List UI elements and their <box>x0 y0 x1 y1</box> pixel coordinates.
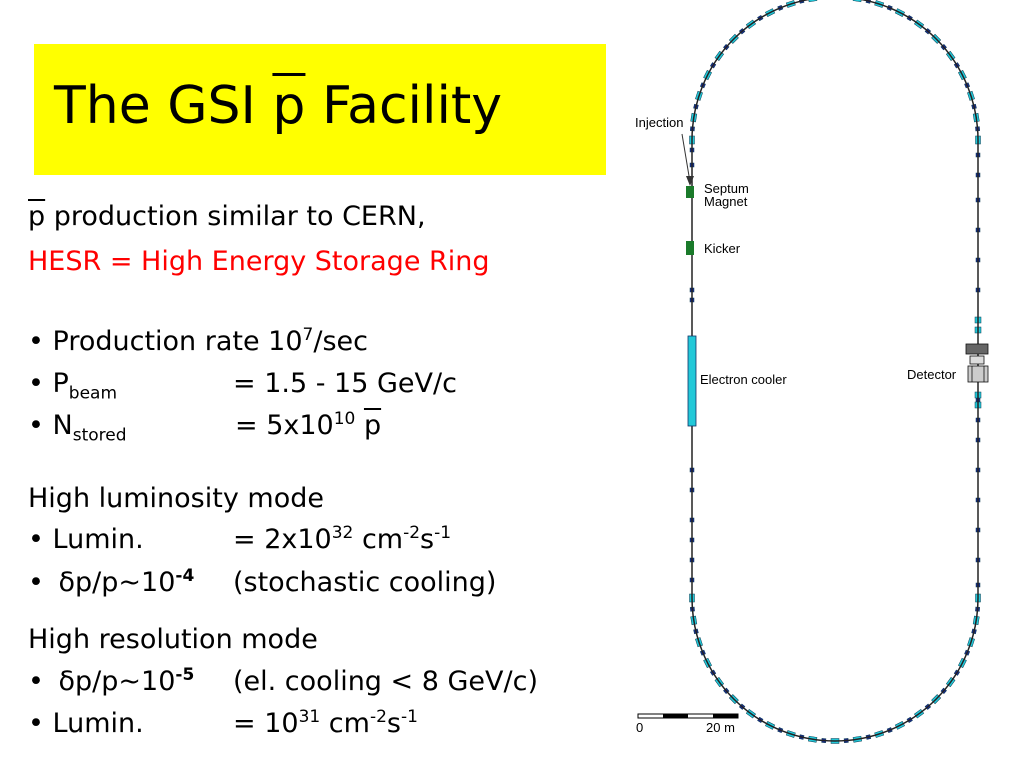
nstored-value-wrap: = 5x1010 p <box>235 408 381 444</box>
nstored-row: • Nstored = 5x1010 p <box>28 408 628 444</box>
high-res-unit1: cm <box>320 708 370 739</box>
high-res-dp-exp: -5 <box>175 665 195 685</box>
high-lum-lumin: • Lumin. = 2x1032 cm-2s-1 <box>28 522 628 558</box>
high-res-lumin-exp: 31 <box>298 707 321 727</box>
high-lum-unit1-exp: -2 <box>403 523 421 543</box>
high-res-dp: • δp/p~10-5 (el. cooling < 8 GeV/c) <box>28 664 628 700</box>
septum-label-2: Magnet <box>704 194 748 209</box>
kicker-label: Kicker <box>704 241 741 256</box>
septum-label-1: Septum <box>704 181 749 196</box>
electron-cooler <box>687 335 697 427</box>
high-lum-dp-delta: δ <box>58 567 76 598</box>
high-lum-unit1: cm <box>353 524 404 555</box>
nstored-pbar: p <box>363 410 382 441</box>
injection-arrowhead <box>686 176 694 186</box>
intro-line-2: HESR = High Energy Storage Ring <box>28 246 490 277</box>
high-res-dp-delta: δ <box>58 666 76 697</box>
rate-unit: /sec <box>313 326 368 357</box>
high-res-dp-bullet: • <box>28 666 53 697</box>
high-res-unit1-exp: -2 <box>369 707 387 727</box>
title-box: The GSI p Facility <box>34 44 606 175</box>
intro-line-1-text: production similar to CERN, <box>45 201 426 232</box>
high-lum-lumin-value-wrap: = 2x1032 cm-2s-1 <box>233 522 451 558</box>
intro-pbar: p <box>28 201 46 232</box>
dipole-magnet <box>852 0 862 3</box>
high-res-lumin-value-wrap: = 1031 cm-2s-1 <box>233 706 418 742</box>
injection-arrow <box>681 133 691 183</box>
high-lum-unit2-exp: -1 <box>434 523 452 543</box>
production-rate: • Production rate 107/sec <box>28 324 628 360</box>
nstored-exp: 10 <box>333 409 356 429</box>
intro-line-1: p production similar to CERN, <box>28 199 628 235</box>
high-res-unit2: s <box>386 708 401 739</box>
high-lum-dp-exp: -4 <box>175 566 195 586</box>
rate-exp: 7 <box>302 325 314 345</box>
high-res-unit2-exp: -1 <box>400 707 418 727</box>
title-prefix: The GSI <box>54 76 273 136</box>
hesr-ring-diagram: Injection Septum Magnet Kicker Electron … <box>635 0 989 744</box>
scale-bar: 0 20 m <box>636 713 739 735</box>
nstored-value: = 5x10 <box>235 410 334 441</box>
pbeam-value: = 1.5 - 15 GeV/c <box>233 368 457 399</box>
scale-end: 20 m <box>706 720 735 735</box>
nstored-bullet: • N <box>28 410 73 441</box>
pbeam-bullet: • P <box>28 368 69 399</box>
high-lum-unit2: s <box>420 524 435 555</box>
high-lum-lumin-exp: 32 <box>331 523 354 543</box>
pbeam-sub: beam <box>68 383 118 404</box>
dipole-magnet <box>808 0 818 3</box>
high-lum-heading: High luminosity mode <box>28 483 324 514</box>
page-title: The GSI p Facility <box>54 74 502 138</box>
high-lum-lumin-label: • Lumin. <box>28 524 144 555</box>
title-suffix: Facility <box>305 76 503 136</box>
high-lum-dp: • δp/p~10-4 (stochastic cooling) <box>28 565 628 601</box>
high-res-dp-text: p/p~10 <box>75 666 176 697</box>
electron-cooler-label: Electron cooler <box>700 372 787 387</box>
high-lum-lumin-value: = 2x10 <box>233 524 332 555</box>
kicker-magnet <box>686 241 694 255</box>
high-res-heading: High resolution mode <box>28 624 318 655</box>
high-res-dp-note: (el. cooling < 8 GeV/c) <box>233 666 538 697</box>
scale-start: 0 <box>636 720 643 735</box>
detector-icon <box>965 343 989 383</box>
high-lum-dp-bullet: • <box>28 567 53 598</box>
high-lum-dp-note: (stochastic cooling) <box>233 567 497 598</box>
rate-label: • Production rate 10 <box>28 326 303 357</box>
nstored-sub: stored <box>72 425 127 446</box>
septum-magnet <box>686 186 694 198</box>
beam-line <box>691 0 979 742</box>
injection-label: Injection <box>635 115 683 130</box>
high-res-lumin-value: = 10 <box>233 708 299 739</box>
high-res-lumin: • Lumin. = 1031 cm-2s-1 <box>28 706 628 742</box>
detector-label: Detector <box>907 367 957 382</box>
high-lum-dp-text: p/p~10 <box>75 567 176 598</box>
high-res-lumin-label: • Lumin. <box>28 708 144 739</box>
pbeam-row: • Pbeam = 1.5 - 15 GeV/c <box>28 366 628 402</box>
title-pbar: p <box>272 76 306 136</box>
